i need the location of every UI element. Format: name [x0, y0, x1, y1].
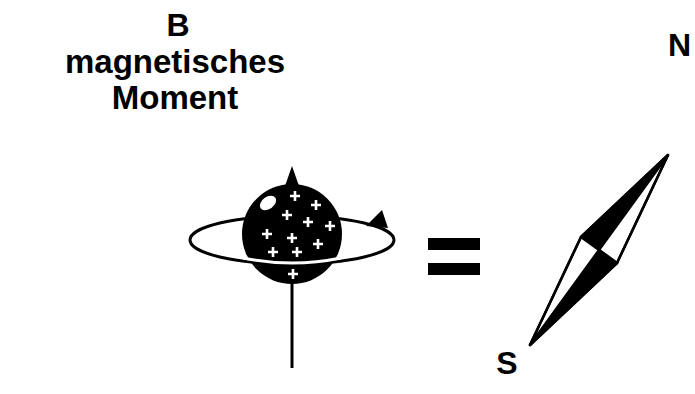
- rotation-front: [243, 258, 341, 263]
- moment-label: magnetisches Moment: [10, 44, 340, 115]
- charge-symbols: [262, 191, 335, 279]
- compass-needle: [530, 155, 668, 345]
- moment-arrowhead: [285, 166, 299, 186]
- field-symbol: B: [166, 8, 189, 43]
- nucleus-sphere: [242, 184, 342, 284]
- equals-sign: [428, 238, 480, 250]
- south-pole-label: S: [496, 346, 517, 381]
- sphere-highlight: [257, 193, 279, 213]
- rotation-arrowhead: [366, 210, 388, 228]
- equals-sign: [428, 263, 480, 275]
- north-pole-label: N: [668, 28, 691, 63]
